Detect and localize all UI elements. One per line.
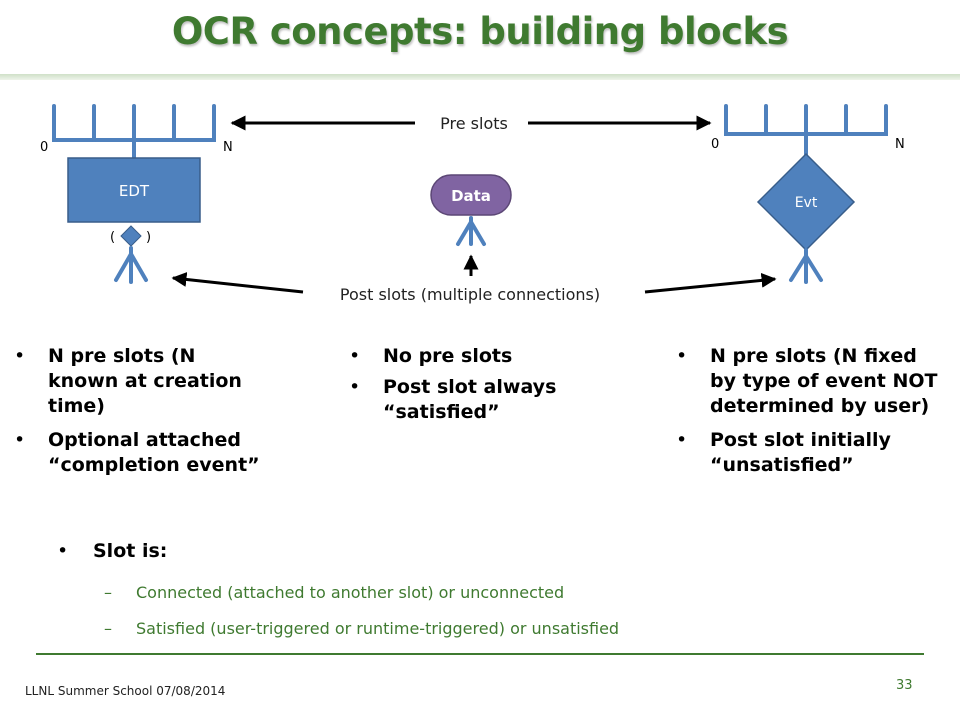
- edt-paren-close: ): [146, 230, 151, 245]
- evt-pre-slots-comb: [724, 104, 888, 156]
- post-slots-arrow-left: [171, 271, 304, 294]
- data-bullet: Post slot always “satisfied”: [343, 375, 593, 425]
- edt-bullet: Optional attached “completion event”: [8, 428, 270, 478]
- edt-description: N pre slots (N known at creation time) O…: [8, 344, 270, 487]
- edt-completion-event-diamond: [120, 225, 142, 247]
- slot-subitem-text: Connected (attached to another slot) or …: [136, 583, 565, 602]
- post-slots-label: Post slots (multiple connections): [340, 285, 600, 304]
- slot-subitem: –Satisfied (user-triggered or runtime-tr…: [104, 619, 620, 638]
- pre-slots-label: Pre slots: [440, 114, 508, 133]
- slot-subitem: –Connected (attached to another slot) or…: [104, 583, 565, 602]
- data-bullet: No pre slots: [343, 344, 593, 369]
- slot-heading: Slot is:: [57, 540, 168, 562]
- page-number: 33: [896, 678, 913, 693]
- evt-bullet: N pre slots (N fixed by type of event NO…: [670, 344, 948, 419]
- footer-divider: [36, 653, 924, 655]
- evt-slot-end-label: N: [895, 137, 905, 152]
- slot-subitem-text: Satisfied (user-triggered or runtime-tri…: [136, 619, 620, 638]
- edt-slot-end-label: N: [223, 140, 233, 155]
- title-divider: [0, 74, 960, 80]
- data-post-slot: [456, 216, 486, 246]
- data-description: No pre slots Post slot always “satisfied…: [343, 344, 593, 431]
- evt-description: N pre slots (N fixed by type of event NO…: [670, 344, 948, 487]
- slot-heading-text: Slot is:: [93, 540, 168, 562]
- data-label: Data: [451, 187, 491, 205]
- post-slots-arrow-right: [644, 272, 777, 294]
- edt-label: EDT: [119, 182, 150, 200]
- page-title: OCR concepts: building blocks: [171, 10, 789, 53]
- evt-bullet: Post slot initially “unsatisfied”: [670, 428, 948, 478]
- edt-post-slot: [114, 246, 148, 284]
- evt-label: Evt: [795, 195, 818, 211]
- data-block: [430, 174, 512, 216]
- evt-post-slot: [789, 248, 823, 284]
- edt-box: [67, 157, 201, 223]
- edt-pre-slots-comb: [52, 104, 216, 160]
- edt-paren-open: (: [110, 230, 115, 245]
- edt-slot-start-label: 0: [40, 140, 48, 155]
- evt-slot-start-label: 0: [711, 137, 719, 152]
- edt-bullet: N pre slots (N known at creation time): [8, 344, 270, 419]
- footer-text: LLNL Summer School 07/08/2014: [25, 684, 226, 698]
- building-blocks-diagram: 0 N EDT ( ) Data 0 N Evt Pre slots: [40, 104, 905, 304]
